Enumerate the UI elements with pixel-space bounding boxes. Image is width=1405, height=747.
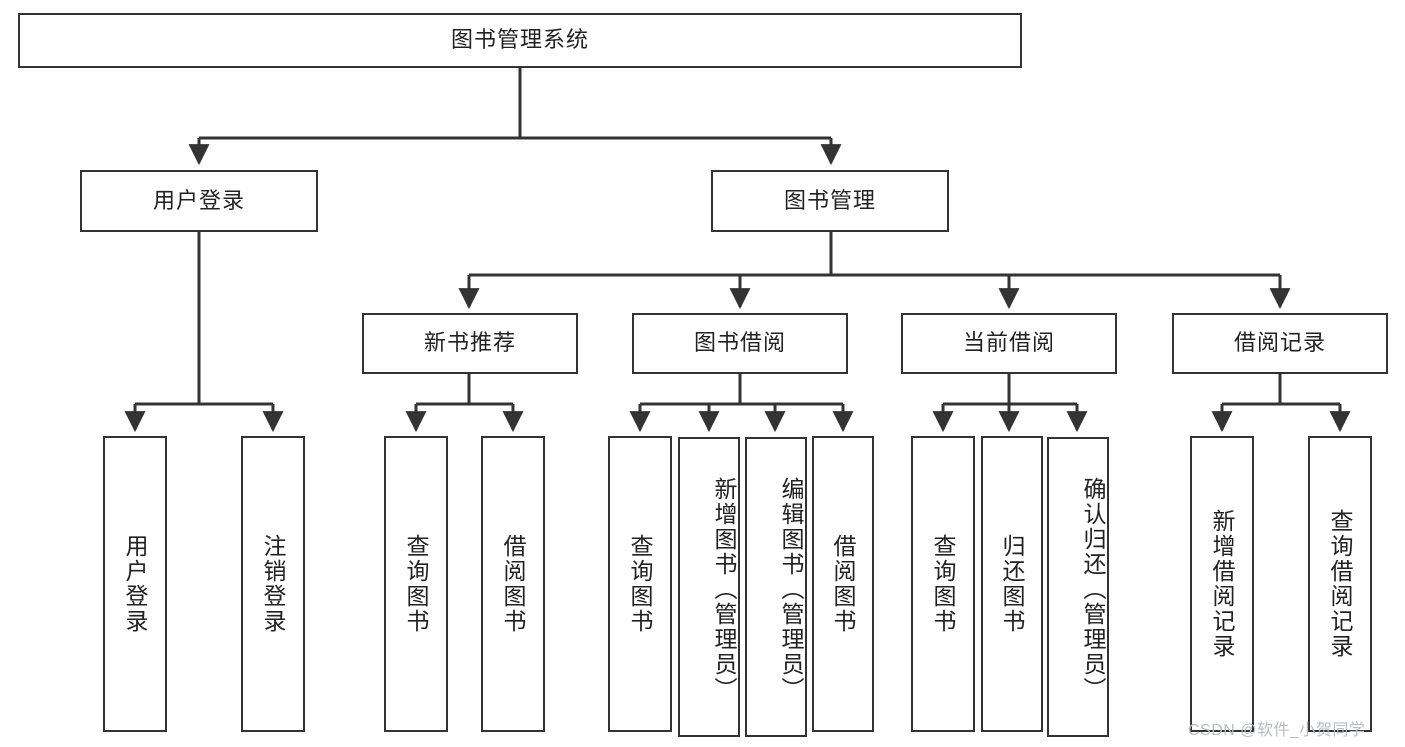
node-label: 图书管理系统 xyxy=(450,27,589,53)
leaf-borrow-record-add-record[interactable]: 新增借阅记录 xyxy=(1190,436,1254,732)
node-label: 编辑图书（管理员） xyxy=(778,476,804,702)
leaf-new-book-borrow-book[interactable]: 借阅图书 xyxy=(481,436,545,732)
leaf-current-borrow-confirm-return-admin[interactable]: 确认归还（管理员） xyxy=(1047,437,1109,737)
node-current-borrow[interactable]: 当前借阅 xyxy=(901,313,1117,374)
node-label: 新增借阅记录 xyxy=(1209,509,1236,659)
node-label: 注销登录 xyxy=(260,534,287,634)
node-user-login[interactable]: 用户登录 xyxy=(80,170,318,232)
leaf-borrow-record-query-record[interactable]: 查询借阅记录 xyxy=(1308,436,1372,732)
node-label: 确认归还（管理员） xyxy=(1080,476,1106,702)
leaf-book-borrow-edit-book-admin[interactable]: 编辑图书（管理员） xyxy=(745,437,807,737)
node-label: 查询图书 xyxy=(403,534,430,634)
node-label: 借阅图书 xyxy=(500,534,527,634)
leaf-user-login-login[interactable]: 用户登录 xyxy=(103,436,167,732)
node-label: 查询图书 xyxy=(930,534,957,634)
node-label: 新书推荐 xyxy=(423,330,516,356)
node-label: 用户登录 xyxy=(152,187,245,213)
node-book-borrow[interactable]: 图书借阅 xyxy=(632,313,848,374)
node-label: 用户登录 xyxy=(122,534,149,634)
leaf-user-login-logout[interactable]: 注销登录 xyxy=(241,436,305,732)
leaf-book-borrow-query-book[interactable]: 查询图书 xyxy=(608,436,672,732)
leaf-current-borrow-return-book[interactable]: 归还图书 xyxy=(981,436,1043,732)
node-label: 查询图书 xyxy=(627,534,654,634)
watermark-text: CSDN @软件_小贺同学 xyxy=(1188,722,1366,739)
node-label: 图书借阅 xyxy=(693,330,786,356)
node-book-management[interactable]: 图书管理 xyxy=(711,170,949,232)
node-label: 图书管理 xyxy=(783,187,876,213)
leaf-current-borrow-query-book[interactable]: 查询图书 xyxy=(911,436,975,732)
node-label: 借阅记录 xyxy=(1233,330,1326,356)
leaf-new-book-query-book[interactable]: 查询图书 xyxy=(384,436,448,732)
node-label: 归还图书 xyxy=(999,534,1026,634)
node-new-book-recommend[interactable]: 新书推荐 xyxy=(362,313,578,374)
node-label: 借阅图书 xyxy=(830,534,857,634)
node-label: 当前借阅 xyxy=(962,330,1055,356)
node-label: 查询借阅记录 xyxy=(1327,509,1354,659)
node-label: 新增图书（管理员） xyxy=(711,476,737,702)
leaf-book-borrow-borrow-book[interactable]: 借阅图书 xyxy=(812,436,874,732)
node-borrow-record[interactable]: 借阅记录 xyxy=(1172,313,1388,374)
leaf-book-borrow-add-book-admin[interactable]: 新增图书（管理员） xyxy=(678,437,740,737)
node-root-book-management-system[interactable]: 图书管理系统 xyxy=(18,13,1022,68)
